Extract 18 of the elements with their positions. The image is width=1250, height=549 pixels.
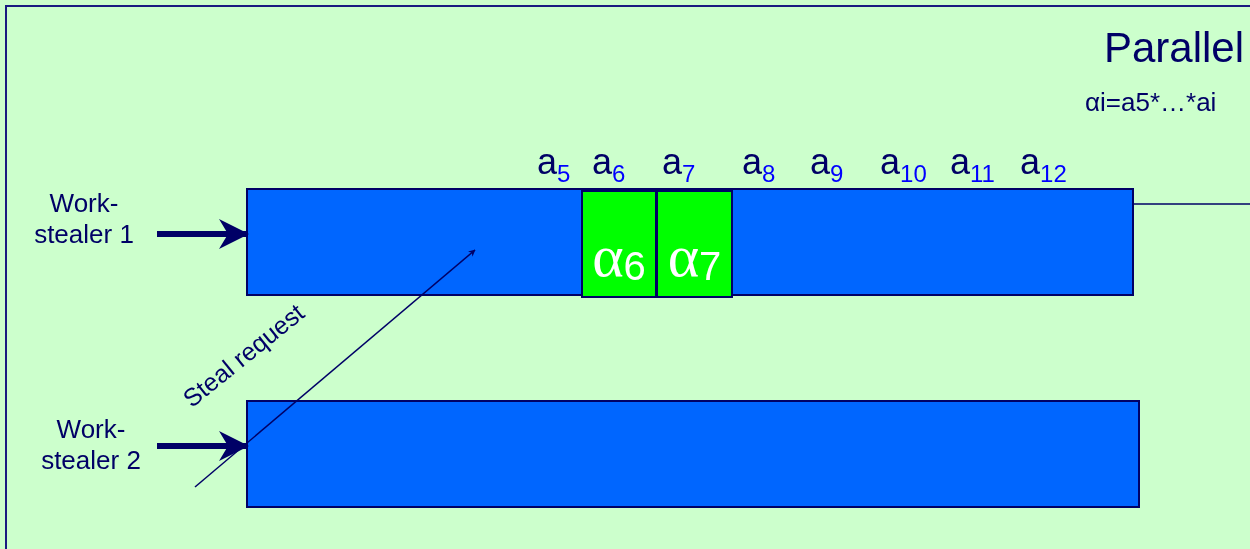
prefix-cell: α$_{6}$	[581, 190, 657, 298]
element-label: a$_{8}$	[742, 142, 776, 189]
element-label: a$_{6}$	[592, 142, 626, 189]
element-label: a$_{12}$	[1020, 142, 1067, 189]
connector-line	[1133, 203, 1250, 205]
arrow	[194, 249, 476, 488]
element-label: a$_{11}$	[950, 142, 995, 189]
element-label: a$_{10}$	[880, 142, 927, 189]
task-bar	[246, 400, 1140, 508]
prefix-cell: α$_{7}$	[656, 190, 733, 298]
worker-label: Work- stealer 1	[14, 188, 154, 258]
title: Parallel	[1103, 24, 1244, 72]
worker-label: Work- stealer 2	[28, 414, 154, 484]
element-label: a$_{5}$	[537, 142, 571, 189]
formula: αi=a5*…*ai	[1085, 86, 1217, 118]
element-label: a$_{7}$	[662, 142, 696, 189]
task-bar	[246, 188, 1134, 296]
element-label: a$_{9}$	[810, 142, 844, 189]
